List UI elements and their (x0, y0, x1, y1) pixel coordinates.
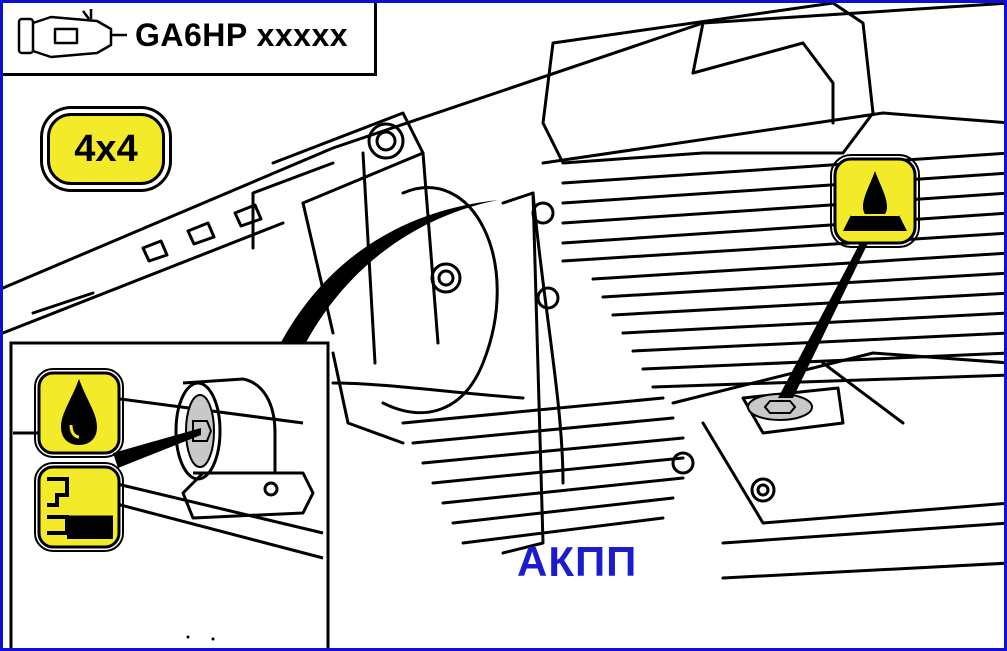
drive-type-badge: 4x4 (47, 113, 165, 185)
oil-drop-on-pan-icon (830, 154, 920, 248)
fill-plug-detail-inset (9, 341, 330, 648)
header-box: GA6HP xxxxx (3, 3, 377, 76)
drain-plug (747, 393, 813, 421)
transmission-drawing (3, 3, 1004, 648)
fill-level-icon (34, 462, 124, 552)
oil-drop-icon (34, 368, 124, 458)
transmission-model-code: GA6HP xxxxx (135, 17, 349, 53)
transmission-caption: АКПП (517, 538, 638, 585)
gearbox-icon (17, 9, 127, 59)
drive-type-label: 4x4 (74, 128, 138, 170)
